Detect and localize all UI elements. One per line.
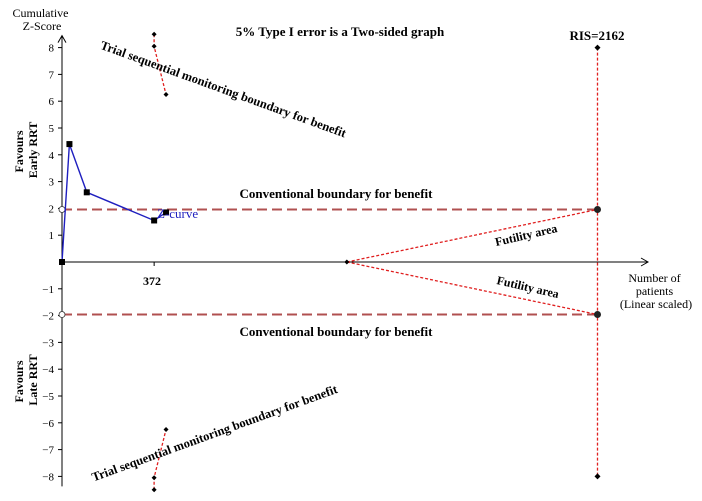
- y-tick-label: 2: [49, 203, 55, 215]
- y-tick-label: −5: [42, 391, 54, 403]
- futility-end-marker-lower: [593, 311, 601, 319]
- y-tick-label: 7: [49, 69, 55, 81]
- y-tick-label: −1: [42, 284, 54, 296]
- zcurve-line: [61, 143, 167, 263]
- y-tick-label: −3: [42, 337, 54, 349]
- y-tick-label: 3: [49, 177, 55, 189]
- favours-early-label: Favours Early RRT: [12, 122, 40, 179]
- favours-late-line1: Favours: [12, 360, 26, 402]
- zcurve-label: Z-curve: [157, 206, 198, 221]
- chart-title: 5% Type I error is a Two-sided graph: [236, 24, 445, 39]
- x-axis-label-line3: (Linear scaled): [620, 297, 692, 311]
- x-axis-arrow: [640, 257, 650, 267]
- y-tick-label: −8: [42, 471, 54, 483]
- y-tick-label: 4: [49, 150, 55, 162]
- monitoring-boundary-marker: [151, 31, 157, 37]
- x-axis-label-line1: Number of: [628, 271, 680, 285]
- monitoring-boundary-marker: [163, 92, 169, 97]
- y-tick-label: −7: [42, 445, 54, 457]
- favours-early-line2: Early RRT: [26, 122, 40, 179]
- zcurve-point: [66, 141, 73, 148]
- monitoring-boundary-marker: [163, 427, 169, 432]
- x-axis-label-line2: patients: [636, 284, 674, 298]
- zcurve-point: [163, 209, 170, 216]
- text-labels: 5% Type I error is a Two-sided graph RIS…: [12, 6, 692, 484]
- monitoring-boundary-marker: [151, 475, 157, 481]
- series: [59, 141, 170, 265]
- monitoring-boundary-label-lower: Trial sequential monitoring boundary for…: [90, 382, 340, 484]
- x-tick-label-372: 372: [143, 274, 161, 288]
- zcurve-point: [83, 189, 90, 196]
- futility-line-lower: [346, 261, 598, 316]
- y-tick-label: 8: [49, 43, 55, 55]
- conventional-boundary-start-marker: [58, 311, 66, 318]
- y-tick-label: 5: [49, 123, 55, 135]
- futility-line-upper: [346, 208, 598, 263]
- y-axis-label: Cumulative Z-Score: [13, 6, 72, 33]
- favours-late-label: Favours Late RRT: [12, 354, 40, 405]
- conventional-boundary-label-top: Conventional boundary for benefit: [240, 186, 434, 201]
- monitoring-boundary-marker: [151, 43, 157, 49]
- zcurve-point: [151, 217, 158, 224]
- futility-label-top: Futility area: [494, 221, 559, 249]
- conventional-boundary-start-marker: [58, 206, 66, 213]
- y-axis-label-line1: Cumulative: [13, 6, 69, 20]
- ris-label: RIS=2162: [569, 28, 624, 43]
- ris-top-marker: [594, 44, 601, 51]
- y-axis-arrow: [57, 34, 67, 43]
- x-axis-label: Number of patients (Linear scaled): [620, 271, 692, 311]
- axes: −8 −7 −6 −5 −4 −3 −2 −1 1 2 3 4 5 6 7 8: [42, 34, 650, 487]
- y-tick-label: 6: [49, 96, 55, 108]
- futility-end-marker-upper: [593, 205, 601, 213]
- favours-late-line2: Late RRT: [26, 354, 40, 405]
- monitoring-boundary-label-upper: Trial sequential monitoring boundary for…: [99, 38, 349, 140]
- zcurve-point: [59, 259, 65, 265]
- favours-early-line1: Favours: [12, 130, 26, 172]
- y-tick-label: −6: [42, 418, 54, 430]
- monitoring-boundary-marker: [151, 487, 157, 493]
- boundary-lines: [58, 31, 601, 493]
- conventional-boundary-label-bottom: Conventional boundary for benefit: [240, 324, 434, 339]
- futility-start-marker: [344, 259, 350, 265]
- ris-bottom-marker: [594, 473, 601, 480]
- y-axis-label-line2: Z-Score: [23, 19, 62, 33]
- y-tick-label: −2: [42, 311, 54, 323]
- futility-label-bottom: Futility area: [495, 273, 560, 301]
- y-tick-label: −4: [42, 364, 54, 376]
- y-tick-label: 1: [49, 230, 55, 242]
